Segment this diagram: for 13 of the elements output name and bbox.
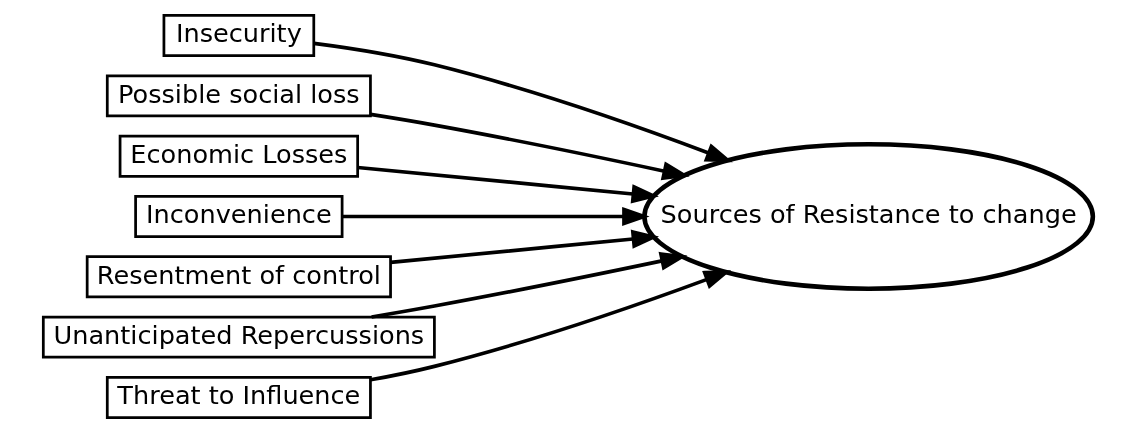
node-box: Resentment of control bbox=[85, 255, 392, 299]
arrow bbox=[357, 165, 659, 204]
arrow bbox=[389, 229, 659, 265]
arrow bbox=[313, 41, 733, 163]
node-box: Unanticipated Repercussions bbox=[41, 315, 436, 359]
node-box: Threat to Influence bbox=[105, 375, 372, 419]
arrow bbox=[369, 112, 690, 181]
arrow bbox=[342, 206, 650, 227]
arrow bbox=[369, 270, 731, 382]
node-box: Economic Losses bbox=[118, 134, 359, 178]
node-box: Insecurity bbox=[162, 14, 315, 58]
node-box: Inconvenience bbox=[133, 195, 343, 238]
node-box: Possible social loss bbox=[105, 74, 372, 118]
